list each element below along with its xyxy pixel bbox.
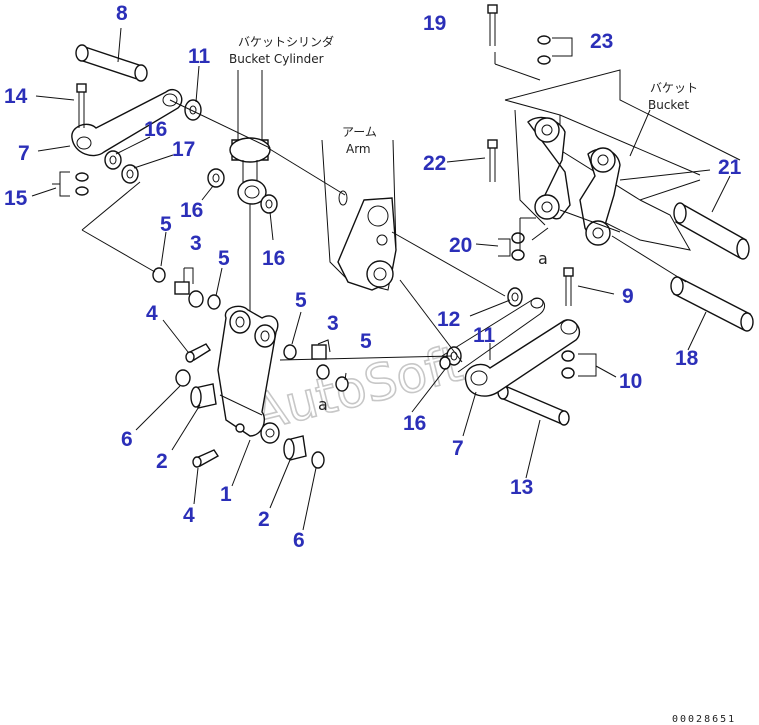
callout-12: 12 [437, 308, 460, 331]
callout-4: 4 [146, 302, 158, 325]
callout-4: 4 [183, 504, 195, 527]
center-lines [169, 52, 711, 363]
watermark: AutoSoft [246, 334, 468, 442]
callout-16: 16 [144, 118, 167, 141]
callout-11: 11 [473, 324, 496, 347]
callout-6: 6 [121, 428, 133, 451]
pin-21 [673, 202, 750, 260]
callout-20: 20 [449, 234, 472, 257]
callout-16: 16 [180, 199, 203, 222]
callout-5: 5 [160, 213, 172, 236]
callout-1: 1 [220, 483, 232, 506]
document-number: 00028651 [672, 714, 736, 725]
callout-15: 15 [4, 187, 28, 210]
arm [321, 139, 397, 291]
bucket-cylinder-label-en: Bucket Cylinder [229, 52, 324, 66]
callout-11: 11 [188, 45, 211, 68]
callout-18: 18 [675, 347, 699, 370]
callout-21: 21 [718, 156, 742, 179]
bracket-lines [52, 37, 597, 377]
bucket [504, 69, 741, 251]
callout-9: 9 [622, 285, 634, 308]
callout-7: 7 [18, 142, 30, 165]
pin-18 [670, 276, 754, 332]
callout-5: 5 [295, 289, 307, 312]
nuts [75, 35, 575, 379]
callout-19: 19 [423, 12, 446, 35]
callout-6: 6 [293, 529, 305, 552]
bucket-cylinder [229, 70, 271, 318]
arm-label-jp: アーム [342, 125, 377, 139]
callout-2: 2 [258, 508, 270, 531]
link-7-lower [464, 319, 581, 397]
callout-13: 13 [510, 476, 533, 499]
callout-8: 8 [116, 2, 128, 25]
callout-10: 10 [619, 370, 642, 393]
bucket-label-en: Bucket [648, 98, 689, 112]
callout-7: 7 [452, 437, 464, 460]
callout-23: 23 [590, 30, 613, 53]
reference-a-link: a [318, 395, 328, 414]
arm-label-en: Arm [346, 142, 371, 156]
bushings-and-rings [152, 267, 349, 469]
bucket-cylinder-label-jp: バケットシリンダ [238, 34, 334, 49]
callout-2: 2 [156, 450, 168, 473]
callout-5: 5 [360, 330, 372, 353]
callout-17: 17 [172, 138, 195, 161]
washers [104, 99, 523, 370]
link-lower-back [441, 297, 545, 373]
pin-8 [75, 44, 148, 82]
callout-3: 3 [327, 312, 339, 335]
bucket-label-jp: バケット [650, 81, 698, 95]
callout-22: 22 [423, 152, 446, 175]
callout-14: 14 [4, 85, 28, 108]
callout-5: 5 [218, 247, 230, 270]
grease-fittings-4 [185, 343, 220, 468]
callout-3: 3 [190, 232, 202, 255]
callout-16: 16 [262, 247, 285, 270]
callout-16: 16 [403, 412, 426, 435]
reference-a-bucket: a [538, 249, 548, 268]
link-1 [217, 305, 280, 444]
link-7-upper [71, 89, 183, 157]
pin-13 [497, 384, 570, 426]
bolts [76, 4, 574, 306]
leader-lines [31, 27, 731, 531]
